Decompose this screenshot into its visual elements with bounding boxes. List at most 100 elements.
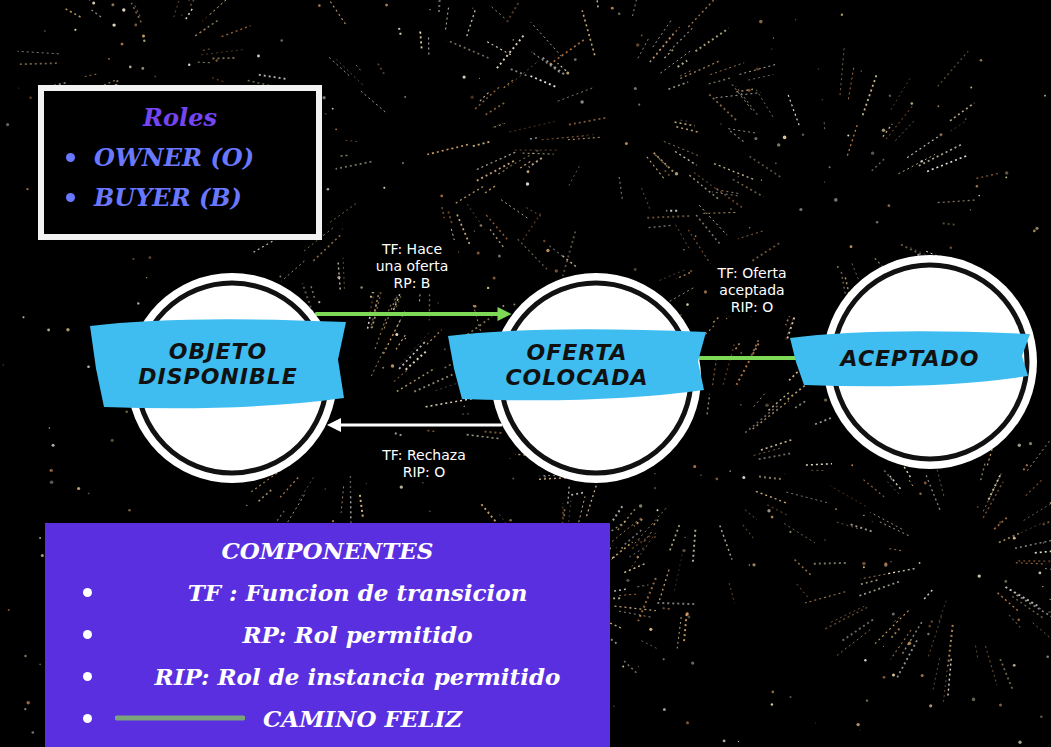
spark-trail (446, 6, 449, 30)
spark-dot (639, 504, 642, 507)
spark-trail (811, 470, 823, 471)
spark-trail (863, 74, 877, 115)
spark-dot (616, 547, 618, 549)
spark-trail (530, 76, 555, 87)
spark-dot (24, 655, 26, 657)
spark-trail (629, 546, 647, 557)
spark-trail (562, 503, 564, 524)
band-text-holder: OFERTA COLOCADA (448, 328, 706, 402)
spark-trail (202, 0, 230, 22)
spark-dot (876, 221, 879, 224)
spark-trail (476, 161, 514, 181)
state-label: OBJETO DISPONIBLE (118, 339, 318, 390)
spark-trail (346, 140, 358, 141)
spark-dot (775, 163, 776, 164)
spark-trail (439, 0, 441, 12)
spark-dot (850, 245, 853, 248)
spark-trail (360, 495, 363, 518)
spark-trail (886, 105, 913, 140)
spark-dot (395, 333, 398, 336)
spark-trail (976, 173, 999, 178)
spark-dot (688, 616, 691, 619)
spark-dot (323, 235, 324, 236)
spark-dot (882, 129, 885, 132)
spark-trail (568, 486, 569, 503)
spark-trail (923, 590, 933, 600)
spark-trail (634, 519, 642, 526)
spark-dot (980, 59, 983, 62)
spark-trail (676, 273, 690, 279)
spark-dot (327, 188, 330, 191)
spark-trail (338, 260, 340, 289)
bullet-row: RIP: Rol de instancia permitido (55, 655, 600, 697)
spark-trail (751, 243, 779, 261)
spark-trail (501, 200, 529, 220)
spark-dot (861, 71, 862, 72)
spark-dot (181, 14, 182, 15)
spark-trail (999, 533, 1020, 543)
spark-dot (89, 0, 90, 1)
spark-trail (842, 620, 874, 642)
spark-trail (717, 190, 739, 194)
bullet-text: RP: Rol permitido (243, 621, 473, 648)
spark-dot (921, 160, 924, 163)
spark-trail (343, 258, 344, 289)
spark-trail (1005, 587, 1043, 610)
spark-dot (134, 24, 137, 27)
spark-trail (568, 137, 601, 140)
spark-dot (690, 270, 692, 272)
state-circle: ACEPTADO (822, 254, 1038, 470)
spark-dot (638, 539, 639, 540)
spark-trail (531, 22, 562, 56)
spark-trail (201, 50, 244, 55)
spark-dot (638, 104, 640, 106)
brush-band (448, 329, 706, 400)
spark-trail (751, 340, 758, 356)
spark-trail (550, 40, 584, 65)
spark-dot (919, 493, 921, 495)
spark-dot (463, 405, 465, 407)
spark-dot (116, 80, 118, 82)
spark-dot (704, 290, 707, 293)
spark-trail (664, 49, 673, 58)
spark-trail (859, 580, 877, 584)
spark-trail (787, 93, 799, 126)
spark-trail (635, 508, 666, 543)
spark-dot (402, 162, 404, 164)
spark-trail (258, 490, 272, 502)
spark-trail (884, 470, 892, 480)
spark-dot (978, 195, 980, 197)
spark-trail (647, 216, 689, 218)
spark-dot (154, 76, 156, 78)
spark-dot (49, 427, 51, 429)
spark-dot (257, 55, 260, 58)
bullet-text: OWNER (O) (94, 143, 254, 172)
spark-dot (924, 482, 927, 485)
spark-trail (612, 542, 632, 558)
spark-dot (385, 4, 388, 7)
spark-trail (716, 188, 743, 208)
spark-dot (337, 276, 340, 279)
spark-dot (622, 666, 624, 668)
spark-dot (391, 364, 394, 367)
spark-dot (479, 78, 480, 79)
spark-trail (880, 522, 909, 536)
spark-trail (728, 129, 743, 141)
spark-trail (632, 535, 651, 548)
spark-dot (847, 134, 849, 136)
spark-dot (889, 94, 892, 97)
spark-dot (129, 66, 132, 69)
spark-dot (777, 143, 780, 146)
spark-trail (1009, 615, 1020, 627)
spark-dot (553, 67, 554, 68)
spark-dot (937, 105, 939, 107)
spark-trail (653, 20, 672, 47)
spark-trail (619, 177, 622, 200)
spark-trail (563, 256, 576, 267)
spark-trail (648, 226, 670, 228)
spark-trail (720, 525, 732, 559)
spark-dot (404, 96, 406, 98)
spark-trail (530, 138, 539, 139)
spark-trail (377, 62, 384, 74)
spark-dot (566, 72, 569, 75)
